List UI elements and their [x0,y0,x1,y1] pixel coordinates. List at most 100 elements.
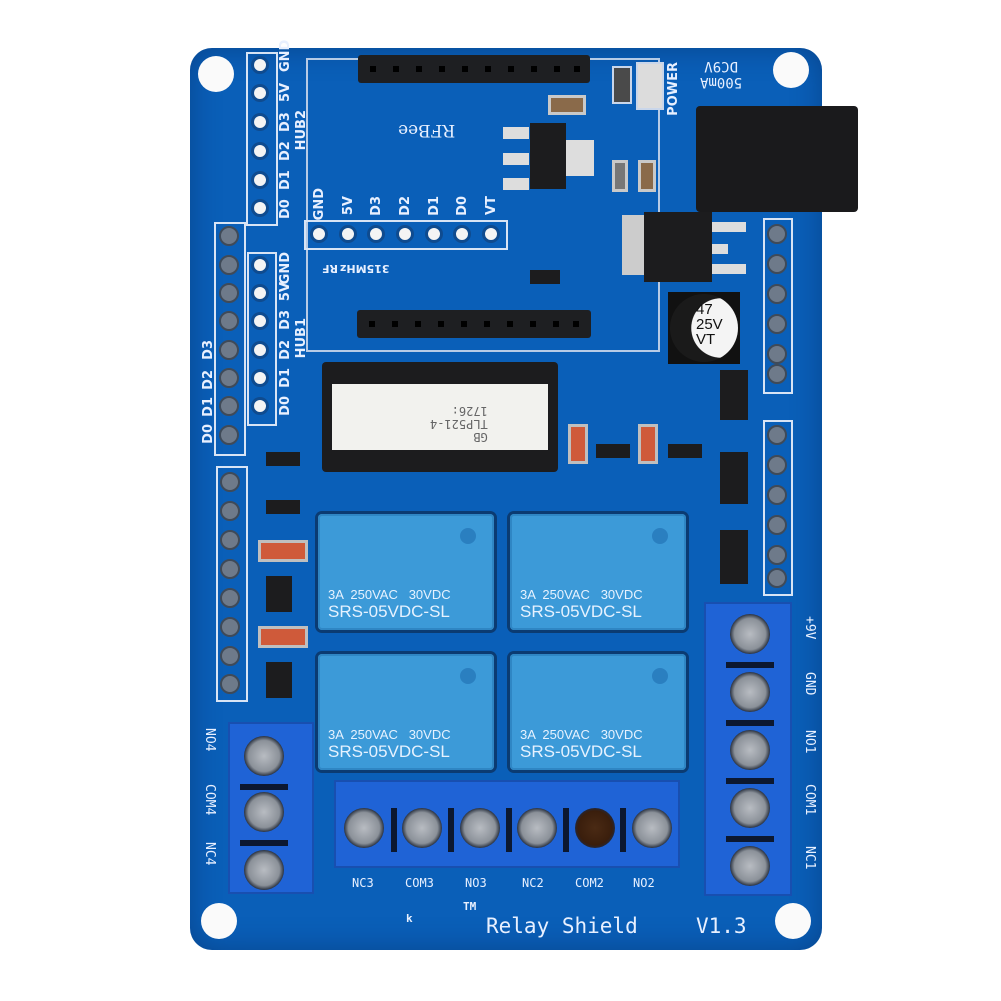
solder-pad [220,617,240,637]
terminal-screw[interactable] [575,808,615,848]
solder-pad [219,311,239,331]
resistor-network [530,270,560,284]
right-header-outline [763,218,793,394]
left-header-outline [216,466,248,702]
relay-model: SRS-05VDC-SL [520,742,642,761]
regulator-pin [712,264,746,274]
power-regulator [644,212,712,282]
terminal-label: NO1 [802,730,817,754]
terminal-screw[interactable] [517,808,557,848]
mounting-hole-bottom-left [201,903,237,939]
terminal-divider [620,808,626,852]
relay-marker-icon [652,668,668,684]
capacitor-series: VT [696,331,716,348]
trademark-label: TM [463,900,477,913]
terminal-label: COM3 [405,876,434,890]
terminal-divider [391,808,397,852]
terminal-screw[interactable] [730,730,770,770]
solder-pad [220,588,240,608]
terminal-divider [726,720,774,726]
terminal-label: NO2 [633,876,655,890]
dc-power-jack[interactable] [696,106,858,212]
regulator-tab [566,140,594,176]
hub2-pin-label: D2 [278,141,293,161]
hub2-pad [251,84,269,102]
rfbee-pin-label: D2 [398,196,413,216]
hub2-pin-label: D3 [278,112,293,132]
solder-pad [220,472,240,492]
power-led-label: POWER [666,62,681,116]
right-header-outline [763,420,793,596]
mounting-hole-top-left [198,56,234,92]
terminal-label: NO4 [202,728,217,752]
smd-diode [720,370,748,420]
terminal-screw[interactable] [344,808,384,848]
solder-pad [767,568,787,588]
rfbee-pin-label: GND [312,188,327,221]
solder-pad [220,530,240,550]
hub1-pad [251,312,269,330]
hub2-pin-label: D0 [278,199,293,219]
smd-diode [638,424,658,464]
solder-pad [767,224,787,244]
solder-pad [767,485,787,505]
solder-pad [219,226,239,246]
capacitor-value: 47 [696,301,713,318]
terminal-label: NC4 [202,842,217,866]
power-rating-label: 500mA DC9V [700,58,742,90]
optocoupler-ic [332,384,548,450]
hub2-outline [246,52,278,226]
relay-model: SRS-05VDC-SL [328,602,450,621]
transistor [266,576,292,612]
solder-pad [220,559,240,579]
rf-label: RF [322,262,338,275]
relay-marker-icon [652,528,668,544]
terminal-divider [726,662,774,668]
terminal-screw[interactable] [460,808,500,848]
rfbee-label: RFBee [398,120,456,140]
rfbee-pin-outline [304,220,508,250]
terminal-screw[interactable] [632,808,672,848]
rfbee-pin-label: VT [484,196,499,215]
terminal-label: +9V [802,616,817,640]
solder-pad [767,314,787,334]
hub1-pin-label: D1 [278,368,293,388]
hub1-pad [251,256,269,274]
solder-pad [219,255,239,275]
regulator-pin [503,153,529,165]
rfbee-pad [453,225,471,243]
hub1-pin-label: GND [278,252,293,285]
power-rating-line: DC9V [704,58,738,74]
terminal-screw[interactable] [730,614,770,654]
terminal-screw[interactable] [244,792,284,832]
mounting-hole-top-right [773,52,809,88]
left-header-label: D0 [201,424,216,444]
solder-pad [219,340,239,360]
terminal-divider [240,840,288,846]
smd-diode [568,424,588,464]
solder-pad [767,284,787,304]
terminal-screw[interactable] [730,672,770,712]
terminal-screw[interactable] [402,808,442,848]
hub1-pad [251,341,269,359]
solder-pad [767,455,787,475]
terminal-label: NC3 [352,876,374,890]
relay-rating: 3A 250VAC 30VDC [328,587,451,602]
terminal-screw[interactable] [730,846,770,886]
solder-pad [219,283,239,303]
terminal-screw[interactable] [244,850,284,890]
terminal-screw[interactable] [730,788,770,828]
relay-model: SRS-05VDC-SL [328,742,450,761]
left-header-outline [214,222,246,456]
rfbee-pin-label: D3 [369,196,384,216]
transistor [668,444,702,458]
hub1-pin-label: 5V [278,282,293,302]
rfbee-pad [425,225,443,243]
capacitor-label: 47 25V VT [696,302,723,347]
hub2-pad [251,142,269,160]
rfbee-pin-label: D0 [455,196,470,216]
relay-rating: 3A 250VAC 30VDC [328,727,451,742]
terminal-screw[interactable] [244,736,284,776]
smd-component [612,160,628,192]
hub2-pad [251,171,269,189]
